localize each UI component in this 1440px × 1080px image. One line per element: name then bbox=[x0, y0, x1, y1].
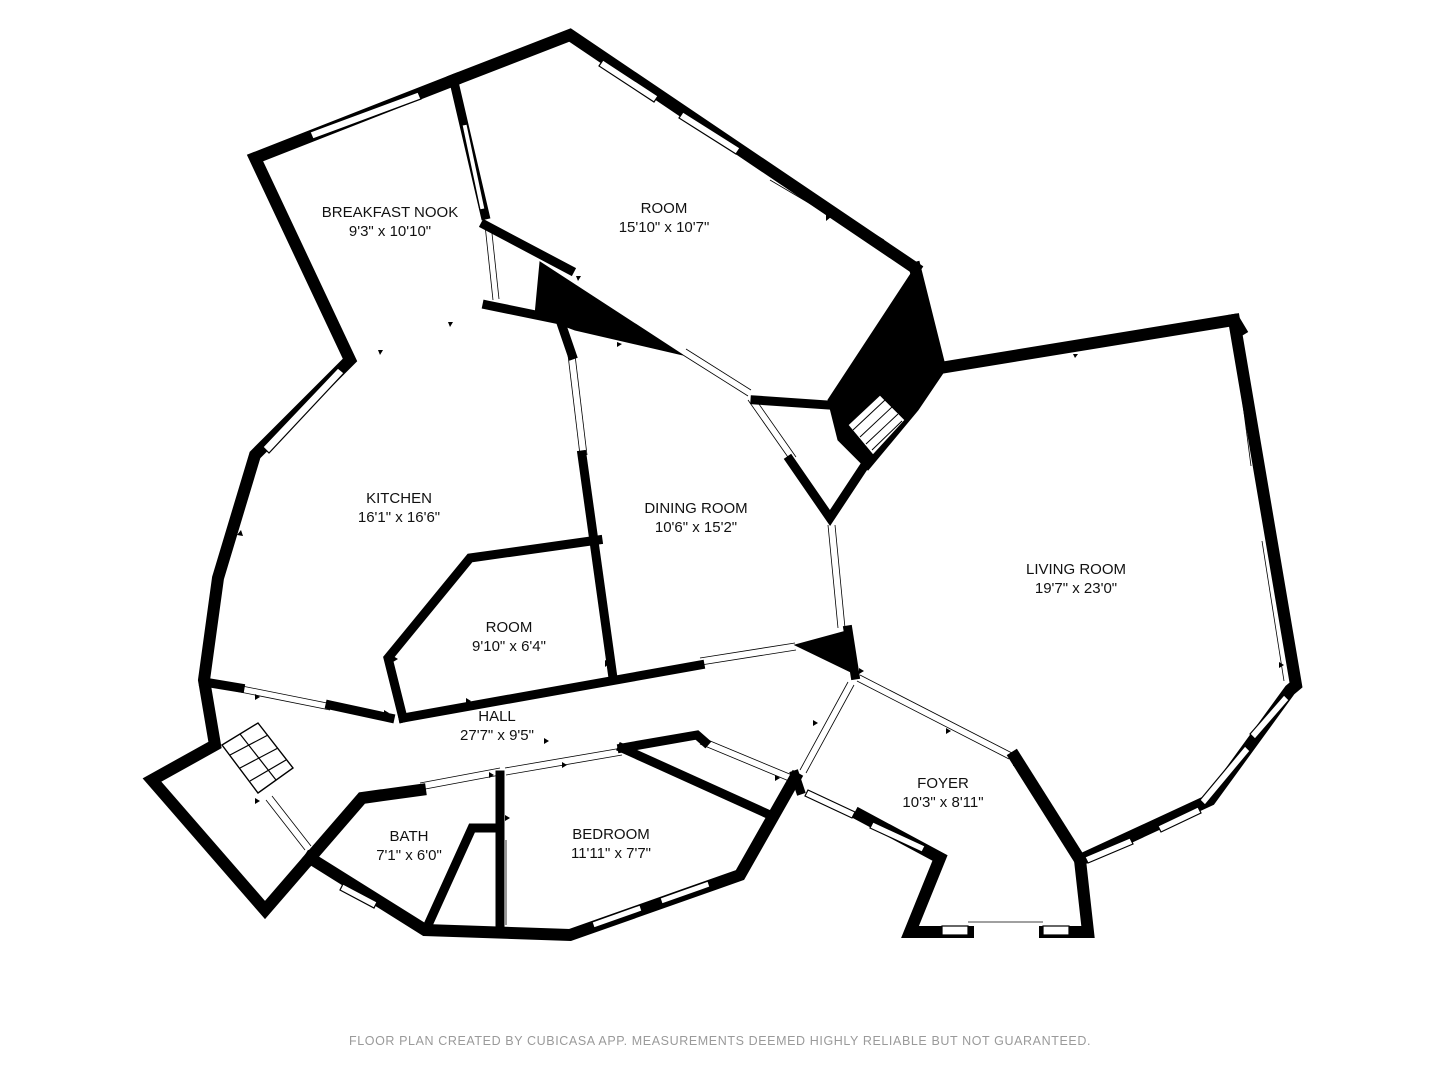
closet-mass-left bbox=[534, 261, 684, 356]
interior-walls bbox=[198, 76, 872, 931]
stairs bbox=[220, 722, 295, 794]
room-name-bath: BATH bbox=[390, 828, 429, 845]
wall-small-room-top bbox=[383, 534, 604, 724]
room-name-foyer: FOYER bbox=[917, 775, 969, 792]
solid-masses bbox=[534, 261, 946, 676]
room-dim-living-room: 19'7" x 23'0" bbox=[1035, 580, 1117, 597]
door-ticks bbox=[212, 214, 1284, 936]
wall-living-east bbox=[1072, 313, 1303, 868]
room-name-hall: HALL bbox=[478, 708, 516, 725]
room-dim-dining-room: 10'6" x 15'2" bbox=[655, 519, 737, 536]
wall-room-top-south bbox=[478, 218, 577, 277]
wall-hall-kitchen bbox=[198, 676, 246, 694]
windows bbox=[262, 59, 1290, 936]
window-foyer-south-2 bbox=[1042, 925, 1070, 936]
room-name-bedroom: BEDROOM bbox=[572, 826, 650, 843]
window-bedroom-south-1 bbox=[591, 904, 643, 929]
wall-bedroom-south bbox=[301, 769, 804, 942]
window-living-south-2 bbox=[1157, 806, 1202, 833]
wall-closet-top bbox=[750, 395, 833, 410]
hall-wedge bbox=[793, 629, 858, 676]
window-nook-top bbox=[309, 91, 422, 140]
walls bbox=[142, 28, 1303, 942]
room-labels: BREAKFAST NOOK 9'3" x 10'10" ROOM 15'10"… bbox=[322, 200, 1126, 864]
wall-hall-small bbox=[324, 699, 396, 724]
wall-hall-north bbox=[397, 659, 706, 724]
wall-west bbox=[142, 72, 462, 920]
window-living-south-1 bbox=[1084, 837, 1134, 864]
room-dim-bath: 7'1" x 6'0" bbox=[376, 847, 442, 864]
window-foyer-south-1 bbox=[941, 925, 969, 936]
wall-living-top bbox=[933, 313, 1249, 375]
wall-foyer-west bbox=[851, 806, 974, 938]
wall-foyer-east bbox=[1006, 748, 1089, 869]
window-foyer-west-2 bbox=[869, 821, 926, 853]
window-living-east-1 bbox=[1199, 745, 1251, 806]
room-name-room-small: ROOM bbox=[486, 619, 533, 636]
room-dim-bedroom: 11'11" x 7'7" bbox=[571, 845, 651, 862]
room-name-living-room: LIVING ROOM bbox=[1026, 561, 1126, 578]
room-name-breakfast-nook: BREAKFAST NOOK bbox=[322, 204, 458, 221]
footer-disclaimer: FLOOR PLAN CREATED BY CUBICASA APP. MEAS… bbox=[348, 1034, 1092, 1048]
room-dim-room-top: 15'10" x 10'7" bbox=[619, 219, 710, 236]
wall-bath-west bbox=[301, 783, 427, 867]
wall-bedroom-north bbox=[616, 742, 776, 821]
window-foyer-west-1 bbox=[804, 789, 856, 819]
room-name-kitchen: KITCHEN bbox=[366, 490, 432, 507]
window-nook-room-wall bbox=[461, 123, 486, 211]
wall-hall-south bbox=[616, 730, 712, 754]
wall-hall-east bbox=[789, 769, 806, 796]
wall-kitchen-dining bbox=[576, 449, 619, 684]
window-room-top-1 bbox=[598, 59, 659, 103]
wall-foyer bbox=[1039, 853, 1095, 938]
window-living-east-2 bbox=[1249, 694, 1290, 740]
openings bbox=[229, 174, 1291, 925]
window-kitchen-west bbox=[262, 367, 345, 454]
wall-closet-east bbox=[783, 453, 872, 527]
room-dim-room-small: 9'10" x 6'4" bbox=[472, 638, 546, 655]
window-bath-south bbox=[339, 883, 378, 909]
fireplace-hearth bbox=[847, 394, 906, 456]
room-dim-foyer: 10'3" x 8'11" bbox=[902, 794, 983, 811]
window-room-top-2 bbox=[678, 111, 741, 155]
window-bedroom-south-2 bbox=[659, 880, 711, 905]
room-dim-hall: 27'7" x 9'5" bbox=[460, 727, 534, 744]
wall-bath-inner bbox=[422, 823, 505, 931]
room-dim-kitchen: 16'1" x 16'6" bbox=[358, 509, 440, 526]
room-name-room-top: ROOM bbox=[641, 200, 688, 217]
room-dim-breakfast-nook: 9'3" x 10'10" bbox=[349, 223, 431, 240]
room-name-dining-room: DINING ROOM bbox=[644, 500, 747, 517]
